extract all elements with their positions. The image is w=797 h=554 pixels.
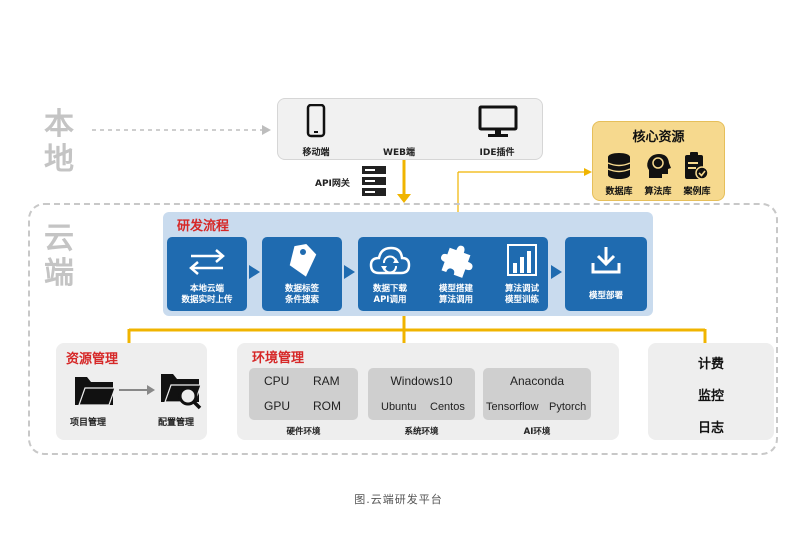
step-download-line2: API调用 [373, 295, 407, 305]
hardware-gpu: GPU [264, 399, 291, 413]
flow-arrow-3 [551, 265, 562, 279]
cloud-sync-icon [369, 246, 411, 275]
local-arrow-head [262, 125, 271, 135]
step-tag-line2: 条件搜索 [284, 295, 319, 305]
cloud-label-2: 端 [44, 256, 74, 291]
env-title: 环境管理 [252, 351, 305, 366]
database-label: 数据库 [605, 187, 633, 197]
ide-label: IDE插件 [479, 148, 515, 158]
local-label-1: 本 [44, 107, 74, 142]
core-resources-title: 核心资源 [632, 130, 685, 145]
step-group-middle: 数据下载 API调用 模型搭建 算法调用 算法调试 模型训练 [358, 237, 548, 311]
billing-label: 计费 [697, 357, 724, 372]
config-mgmt-label: 配置管理 [158, 418, 195, 428]
ai-tensorflow: Tensorflow [486, 401, 539, 413]
download-tray-icon [591, 247, 621, 274]
tag-icon [289, 244, 317, 277]
server-icon [362, 166, 386, 196]
ai-box [483, 368, 591, 420]
hardware-box [249, 368, 358, 420]
step-train-line2: 模型训练 [504, 295, 539, 305]
step-build-line1: 模型搭建 [438, 284, 473, 294]
step-upload-line2: 数据实时上传 [181, 295, 233, 305]
monitor-icon [478, 105, 518, 137]
system-windows: Windows10 [390, 374, 453, 388]
flow-title: 研发流程 [177, 219, 230, 234]
project-mgmt-label: 项目管理 [70, 418, 107, 428]
ai-label: AI环境 [523, 427, 551, 437]
hardware-cpu: CPU [264, 374, 290, 388]
folder-arrow [119, 385, 155, 395]
step-deploy: 模型部署 [565, 237, 647, 311]
brain-head-icon [647, 154, 671, 178]
step-train-line1: 算法调试 [504, 284, 539, 294]
mobile-icon [306, 104, 326, 138]
flow-arrow-1 [249, 265, 260, 279]
core-link-arrow-head [584, 168, 592, 176]
step-build-line2: 算法调用 [438, 295, 473, 305]
cloud-label-1: 云 [44, 221, 74, 256]
local-label-2: 地 [44, 142, 74, 177]
web-down-arrow-head [397, 194, 411, 203]
clipboard-check-icon [685, 152, 709, 180]
mobile-label: 移动端 [302, 148, 330, 158]
system-centos: Centos [430, 401, 465, 413]
figure-caption: 图.云端研发平台 [354, 493, 443, 506]
ops-panel [648, 343, 774, 440]
core-resources-panel: 核心资源 数据库 算法库 案例库 [592, 121, 725, 201]
transfer-arrows-icon [189, 249, 225, 275]
step-upload-line1: 本地云端 [189, 284, 224, 294]
folder-search-icon [161, 374, 202, 410]
hardware-ram: RAM [313, 374, 340, 388]
flow-arrow-2 [344, 265, 355, 279]
web-label: WEB端 [383, 148, 415, 158]
folder-icon [75, 377, 115, 406]
cloud-container [28, 203, 778, 455]
step-upload: 本地云端 数据实时上传 [167, 237, 247, 311]
algo-lib-label: 算法库 [644, 187, 672, 197]
ai-anaconda: Anaconda [509, 374, 565, 388]
system-ubuntu: Ubuntu [381, 401, 417, 413]
log-label: 日志 [697, 421, 724, 436]
step-tag-search: 数据标签 条件搜索 [262, 237, 342, 311]
step-download-line1: 数据下载 [372, 284, 407, 294]
ai-pytorch: Pytorch [549, 401, 587, 413]
resource-title: 资源管理 [66, 352, 119, 367]
hardware-rom: ROM [313, 399, 341, 413]
system-box [368, 368, 475, 420]
system-label: 系统环境 [404, 427, 439, 437]
hardware-label: 硬件环境 [286, 427, 321, 437]
monitor-label: 监控 [697, 389, 724, 404]
api-gateway-label: API网关 [315, 179, 350, 189]
bar-chart-icon [507, 244, 537, 276]
step-deploy-label: 模型部署 [588, 291, 623, 301]
database-icon [607, 153, 631, 179]
puzzle-icon [440, 245, 473, 278]
case-lib-label: 案例库 [683, 187, 711, 197]
step-tag-line1: 数据标签 [284, 284, 319, 294]
